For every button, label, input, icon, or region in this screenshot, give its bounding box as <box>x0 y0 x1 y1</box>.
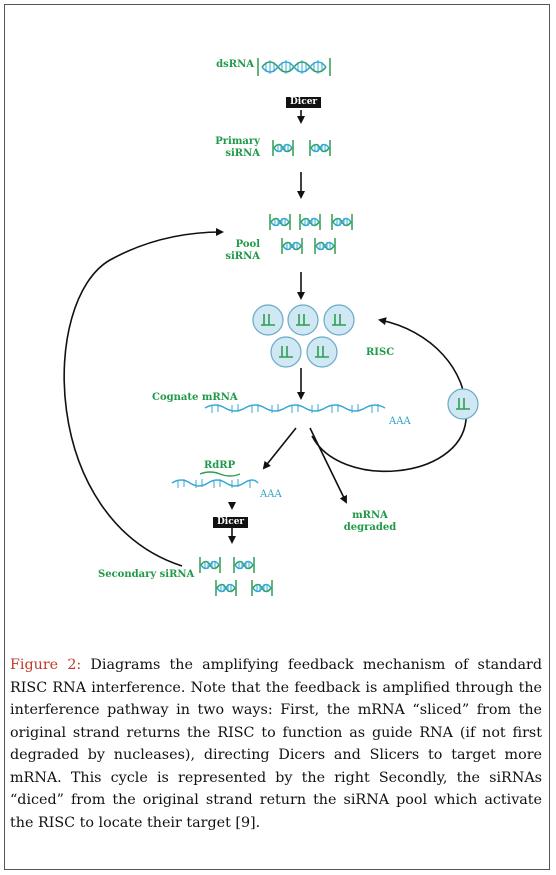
feedback-loop-right <box>311 317 467 473</box>
label-pool-sirna-1: Pool <box>235 239 260 250</box>
risc-complex <box>447 388 479 420</box>
dicer-box-top: Dicer <box>286 97 322 108</box>
dicer-box-bottom: Dicer <box>213 517 249 528</box>
cognate-mrna-strand <box>204 404 386 413</box>
risc-complex <box>306 336 338 368</box>
risc-complexes <box>252 304 479 420</box>
risc-complex <box>270 336 302 368</box>
risc-complex <box>287 304 319 336</box>
rnai-diagram <box>63 58 479 596</box>
risc-complex <box>323 304 355 336</box>
label-mrna-degraded-2: degraded <box>343 522 397 533</box>
arrow-to-rdrp <box>262 427 297 470</box>
sirna-unit <box>309 140 331 156</box>
label-pool-sirna-2: siRNA <box>225 251 260 262</box>
label-aaa-rdrp: AAA <box>260 489 282 500</box>
sirna-unit <box>251 580 273 596</box>
rdrp-strand <box>171 471 259 488</box>
label-aaa-cognate: AAA <box>389 416 411 427</box>
sirna-unit <box>199 557 221 573</box>
sirna-unit <box>314 238 336 254</box>
arrow-to-degraded <box>309 427 347 504</box>
dsrna-helix <box>257 58 331 76</box>
figure-label: Figure 2: <box>10 657 82 673</box>
sirna-unit <box>281 238 303 254</box>
label-dsrna: dsRNA <box>216 59 254 70</box>
sirna-unit <box>299 214 321 230</box>
label-secondary-sirna: Secondary siRNA <box>98 569 195 580</box>
label-risc: RISC <box>366 347 395 358</box>
sirna-unit <box>272 140 294 156</box>
feedback-loop-left <box>63 228 224 567</box>
label-primary-sirna-1: Primary <box>215 136 260 147</box>
figure-caption: Figure 2: Diagrams the amplifying feedba… <box>10 654 542 834</box>
sirna-unit <box>215 580 237 596</box>
label-cognate-mrna: Cognate mRNA <box>152 392 238 403</box>
figure-frame <box>4 4 550 870</box>
sirna-units <box>199 140 353 596</box>
sirna-unit <box>233 557 255 573</box>
caption-text: Diagrams the amplifying feedback mechani… <box>10 657 542 831</box>
label-primary-sirna-2: siRNA <box>225 148 260 159</box>
sirna-unit <box>331 214 353 230</box>
label-mrna-degraded-1: mRNA <box>352 510 388 521</box>
sirna-unit <box>269 214 291 230</box>
risc-complex <box>252 304 284 336</box>
label-rdrp: RdRP <box>204 460 236 471</box>
